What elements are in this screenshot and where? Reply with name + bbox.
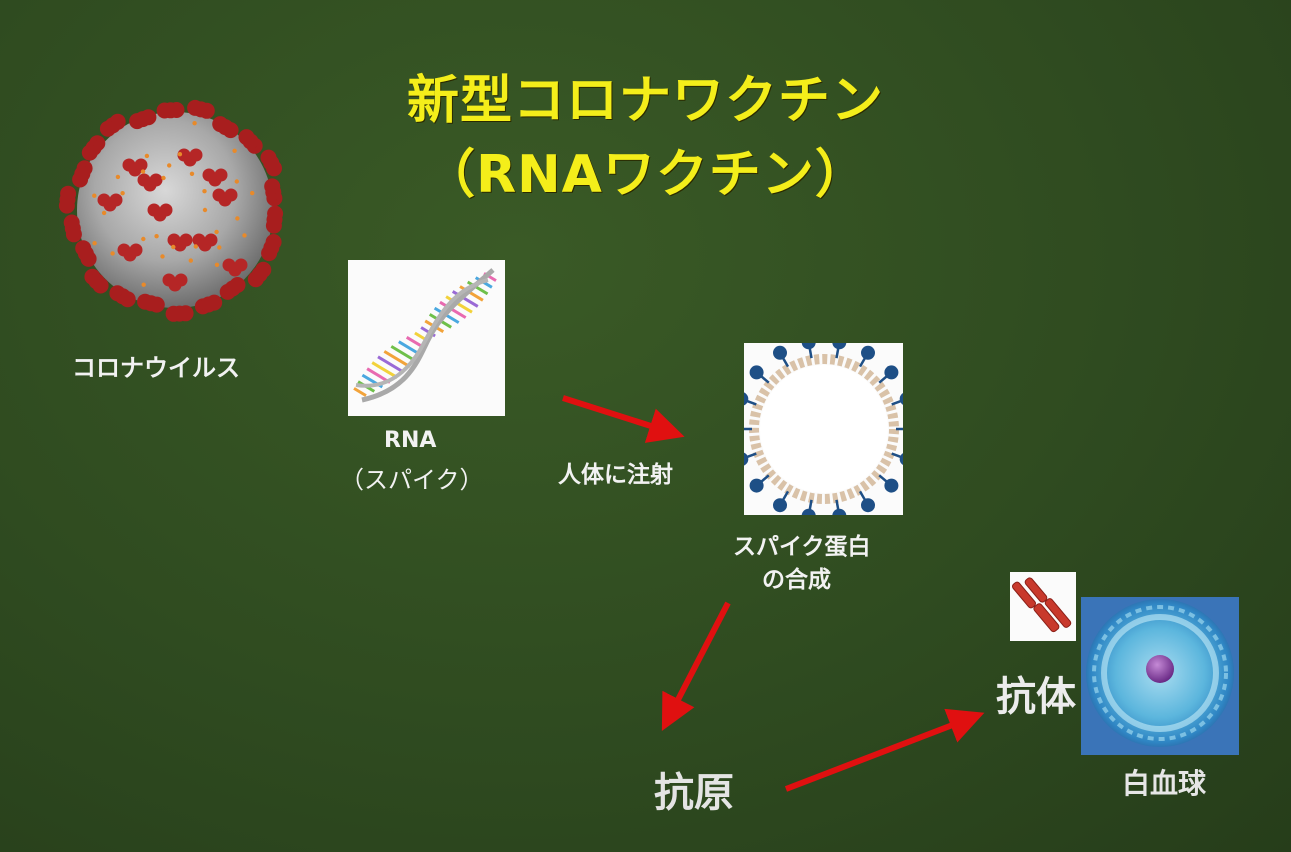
antibody-image	[1012, 577, 1072, 633]
spike-protein-panel	[744, 343, 903, 515]
antibody-panel	[1010, 572, 1076, 641]
title-line-1: 新型コロナワクチン	[406, 71, 884, 131]
arrow-to-antibody	[784, 708, 985, 792]
rna-helix-image	[353, 268, 497, 403]
rna-helix-panel	[348, 260, 505, 416]
synthesis-label: の合成	[762, 567, 831, 593]
virus-label: コロナウイルス	[72, 354, 240, 382]
spike-protein-label: スパイク蛋白	[733, 534, 871, 560]
title-line-2: （RNAワクチン）	[423, 145, 868, 205]
white-blood-cell-label: 白血球	[1122, 767, 1207, 800]
inject-label: 人体に注射	[558, 462, 673, 488]
rna-label: RNA	[384, 428, 437, 453]
antigen-label: 抗原	[654, 770, 734, 816]
arrow-inject	[562, 395, 685, 443]
white-blood-cell-panel	[1081, 597, 1239, 755]
rna-spike-label: （スパイク）	[340, 466, 484, 494]
coronavirus-image	[58, 99, 284, 322]
arrow-to-antigen	[661, 601, 731, 731]
white-blood-cell-image	[1086, 599, 1234, 747]
antibody-label: 抗体	[996, 674, 1076, 720]
spike-protein-image	[744, 343, 903, 515]
